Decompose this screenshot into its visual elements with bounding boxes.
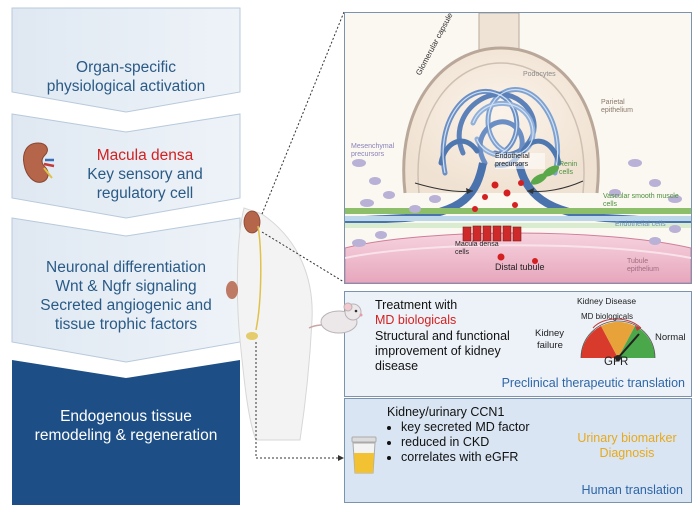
- label-mesenchymal-precursors: Mesenchymal precursors: [351, 143, 395, 158]
- step2-text: Macula densa Key sensory and regulatory …: [52, 146, 238, 203]
- biomarker-line2: Diagnosis: [599, 446, 655, 460]
- bullet-2: reduced in CKD: [401, 435, 530, 450]
- body-silhouette: [236, 207, 313, 441]
- label-endothelial-cells: Endothelial cells: [615, 221, 666, 228]
- step3-line3: Secreted angiogenic and: [40, 297, 212, 314]
- gfr-gauge: [580, 318, 656, 361]
- step4-text: Endogenous tissue remodeling & regenerat…: [12, 407, 240, 445]
- gauge-kidney-disease: Kidney Disease: [577, 296, 637, 306]
- label-vascular-smc: Vascular smooth muscle cells: [603, 193, 679, 208]
- connector-to-top: [261, 11, 345, 215]
- step4-line1: Endogenous tissue: [60, 408, 192, 425]
- connector-to-bottom: [261, 231, 345, 283]
- human-caption: Human translation: [581, 483, 683, 497]
- gauge-normal: Normal: [655, 332, 686, 343]
- preclinical-panel: Treatment with MD biologicals Structural…: [308, 291, 692, 397]
- step3-line4: tissue trophic factors: [54, 316, 198, 333]
- chevron-step-2: [11, 113, 241, 219]
- step2-line2: Key sensory and: [87, 166, 203, 183]
- chevron-step-1: [11, 7, 241, 113]
- urine-cup-icon: [351, 436, 377, 474]
- step3-text: Neuronal differentiation Wnt & Ngfr sign…: [12, 258, 240, 334]
- md-biologicals-label: MD biologicals: [375, 313, 457, 327]
- label-podocytes: Podocytes: [523, 71, 556, 78]
- glomerulus-panel: Glomerular capsule Podocytes Parietal ep…: [344, 12, 692, 284]
- kidney-icon: [23, 142, 55, 183]
- chevron-column: [11, 7, 241, 505]
- label-tubule-epithelium: Tubule epithelium: [627, 258, 659, 273]
- connector-to-human: [255, 342, 344, 459]
- ccn1-title: Kidney/urinary CCN1: [387, 405, 505, 419]
- human-panel: Kidney/urinary CCN1 key secreted MD fact…: [344, 398, 692, 503]
- label-macula-densa-cells: Macula densa cells: [455, 241, 499, 256]
- ccn1-bullets: key secreted MD factor reduced in CKD co…: [387, 420, 530, 465]
- gauge-kidney-failure-2: failure: [537, 340, 563, 351]
- chevron-step-4: [12, 360, 240, 505]
- step2-title: Macula densa: [96, 147, 194, 164]
- biomarker-line1: Urinary biomarker: [577, 431, 677, 445]
- improvement-line3: disease: [375, 359, 419, 373]
- label-distal-tubule: Distal tubule: [495, 262, 545, 272]
- step4-line2: remodeling & regeneration: [34, 427, 218, 444]
- body-kidney-lower-icon: [226, 281, 238, 299]
- gauge-kidney-failure-1: Kidney: [535, 328, 565, 339]
- bullet-3: correlates with eGFR: [401, 450, 530, 465]
- label-renin-cells: Renin cells: [559, 161, 578, 176]
- step3-line2: Wnt & Ngfr signaling: [55, 278, 197, 295]
- gauge-md-biologicals: MD biologicals: [581, 312, 634, 321]
- step1-line1: Organ-specific: [76, 59, 176, 76]
- arrow-head-icon: [338, 455, 344, 461]
- step1-line2: physiological activation: [46, 78, 206, 95]
- improvement-line1: Structural and functional: [375, 329, 510, 343]
- body-kidney-upper-icon: [243, 210, 261, 234]
- bullet-1: key secreted MD factor: [401, 420, 530, 435]
- label-parietal-epithelium: Parietal epithelium: [601, 99, 633, 114]
- gauge-gfr: GFR: [604, 356, 629, 368]
- label-endothelial-precursors: Endothelial precursors: [495, 153, 545, 169]
- step1-text: Organ-specific physiological activation: [12, 58, 240, 96]
- glomerulus-illustration: [345, 13, 691, 283]
- mouse-icon: [308, 302, 363, 334]
- improvement-line2: improvement of kidney: [375, 344, 501, 358]
- step2-line3: regulatory cell: [96, 185, 194, 202]
- treatment-label: Treatment with: [375, 298, 458, 312]
- preclinical-caption: Preclinical therapeutic translation: [501, 376, 685, 390]
- step3-line1: Neuronal differentiation: [46, 259, 206, 276]
